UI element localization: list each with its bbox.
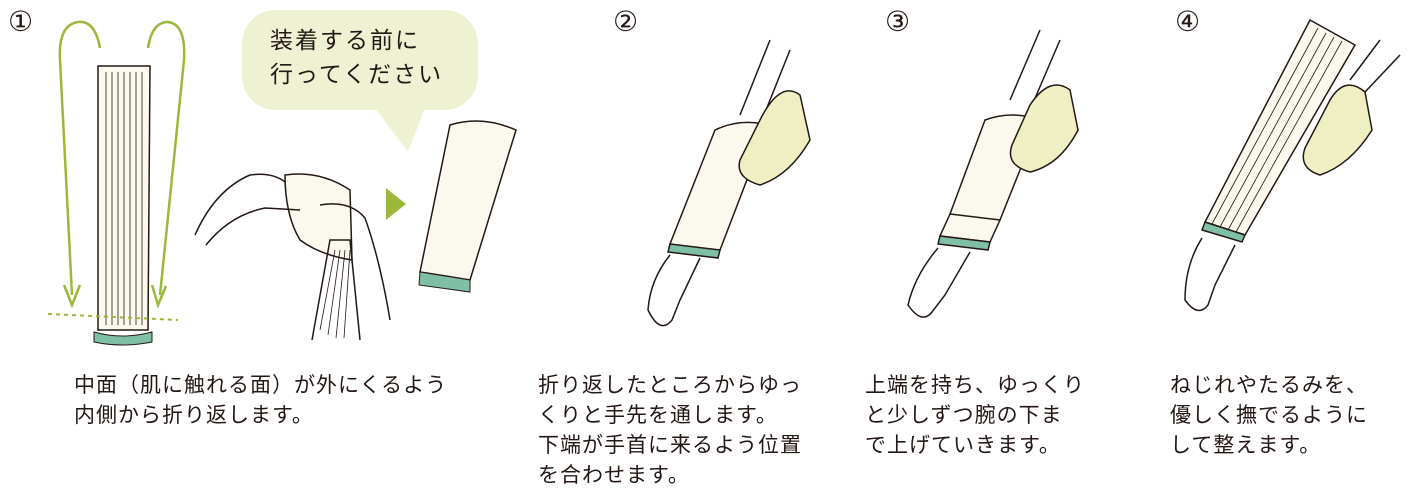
callout-text: 装着する前に 行ってください (270, 24, 443, 92)
step-1-number: ① (8, 5, 34, 38)
step1-folded-sleeve (418, 120, 517, 293)
step3-arm-illustration (907, 29, 1079, 318)
caption-line: と少しずつ腕の下ま (865, 403, 1063, 427)
caption-line: ねじれやたるみを、 (1170, 373, 1368, 397)
step-3-number: ③ (885, 5, 911, 38)
play-arrow-icon (386, 188, 406, 220)
step1-sleeve-illustration (93, 65, 153, 346)
step4-arm-illustration (1184, 18, 1401, 312)
callout-line: 行ってください (270, 62, 444, 88)
step2-arm-illustration (647, 39, 811, 327)
step-4-number: ④ (1175, 5, 1201, 38)
caption-line: 下端が手首に来るよう位置 (538, 433, 802, 457)
caption-line: 内側から折り返します。 (74, 403, 314, 427)
step-2-caption: 折り返したところからゆっ くりと手先を通します。 下端が手首に来るよう位置 を合… (538, 370, 802, 490)
caption-line: 中面（肌に触れる面）が外にくるよう (74, 373, 448, 397)
caption-line: 上端を持ち、ゆっくり (865, 373, 1085, 397)
callout-tail (375, 108, 425, 152)
step-3-caption: 上端を持ち、ゆっくり と少しずつ腕の下ま で上げていきます。 (865, 370, 1085, 460)
caption-line: くりと手先を通します。 (538, 403, 778, 427)
step-2-number: ② (613, 5, 639, 38)
step-4-caption: ねじれやたるみを、 優しく撫でるように して整えます。 (1170, 370, 1368, 460)
caption-line: 優しく撫でるように (1170, 403, 1368, 427)
fold-arrow-icon (58, 20, 186, 309)
step-1-caption: 中面（肌に触れる面）が外にくるよう 内側から折り返します。 (74, 370, 447, 430)
step1-hands-illustration (194, 173, 391, 341)
callout-line: 装着する前に (270, 28, 420, 54)
caption-line: して整えます。 (1170, 433, 1322, 457)
caption-line: で上げていきます。 (865, 433, 1061, 457)
callout-bubble (242, 10, 478, 110)
caption-line: 折り返したところからゆっ (538, 373, 802, 397)
caption-line: を合わせます。 (538, 463, 690, 487)
fold-guide-line (47, 313, 179, 321)
